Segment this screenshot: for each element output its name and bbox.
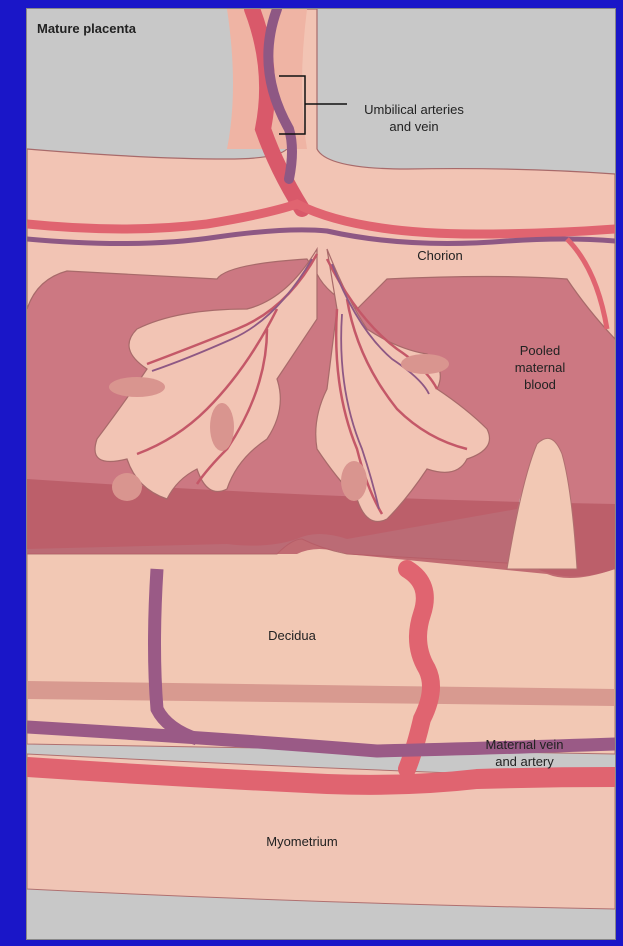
diagram-title: Mature placenta (37, 21, 136, 36)
label-maternal-line1: Maternal vein (467, 736, 582, 753)
label-pooled-line1: Pooled (505, 342, 575, 359)
label-umbilical: Umbilical arteries and vein (339, 101, 489, 135)
label-decidua: Decidua (252, 627, 332, 644)
label-umbilical-line1: Umbilical arteries (339, 101, 489, 118)
label-chorion: Chorion (405, 247, 475, 264)
label-myometrium: Myometrium (247, 833, 357, 850)
label-pooled-line2: maternal (505, 359, 575, 376)
label-umbilical-line2: and vein (339, 118, 489, 135)
label-pooled-line3: blood (505, 376, 575, 393)
placenta-diagram (27, 9, 615, 939)
label-maternal-vessels: Maternal vein and artery (467, 736, 582, 770)
illustration-panel: Mature placenta Umbilical arteries and v… (26, 8, 616, 940)
label-pooled-blood: Pooled maternal blood (505, 342, 575, 393)
label-maternal-line2: and artery (467, 753, 582, 770)
